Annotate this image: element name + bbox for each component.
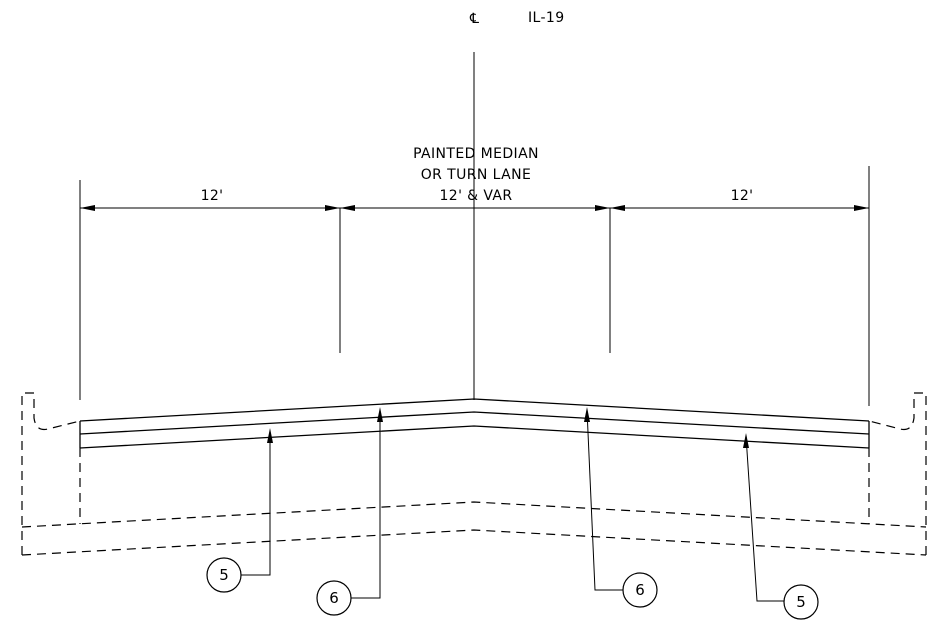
arrowhead xyxy=(325,205,340,211)
median-label-line2: OR TURN LANE xyxy=(421,167,531,183)
arrowhead xyxy=(377,407,383,422)
center-lane-dimension: 12' & VAR xyxy=(439,188,512,204)
right-lane-dimension: 12' xyxy=(731,188,754,204)
leader-line xyxy=(586,409,623,591)
callout-label-right-outer: 5 xyxy=(796,593,806,611)
arrowhead xyxy=(743,433,749,448)
pavement-binder-course-bottom xyxy=(79,425,870,449)
pavement-top-surface xyxy=(79,398,870,422)
callout-bubble-right-outer xyxy=(783,584,819,620)
route-label: IL-19 xyxy=(528,10,565,26)
arrowhead xyxy=(610,205,625,211)
pavement-surface-course-bottom xyxy=(79,411,870,435)
arrowhead xyxy=(584,407,590,422)
arrowhead xyxy=(267,428,273,443)
callout-bubble-left-outer xyxy=(206,557,242,593)
existing-subgrade-upper-line xyxy=(21,501,927,528)
centerline-symbol: ℄ xyxy=(469,11,479,27)
callout-label-right-inner: 6 xyxy=(635,581,645,599)
arrowhead xyxy=(340,205,355,211)
arrowhead xyxy=(854,205,869,211)
leader-line xyxy=(241,431,271,576)
existing-subgrade-lower-line xyxy=(21,529,927,556)
left-lane-dimension: 12' xyxy=(201,188,224,204)
arrowhead xyxy=(80,205,95,211)
leader-line xyxy=(351,410,381,599)
callout-bubble-left-inner xyxy=(316,580,352,616)
arrowhead xyxy=(595,205,610,211)
callout-label-left-inner: 6 xyxy=(329,589,339,607)
right-curb-and-gutter xyxy=(868,392,927,555)
median-label-line1: PAINTED MEDIAN xyxy=(413,146,539,162)
callout-label-left-outer: 5 xyxy=(219,566,229,584)
left-curb-and-gutter xyxy=(21,392,81,555)
callout-bubble-right-inner xyxy=(622,572,658,608)
leader-line xyxy=(745,435,784,602)
